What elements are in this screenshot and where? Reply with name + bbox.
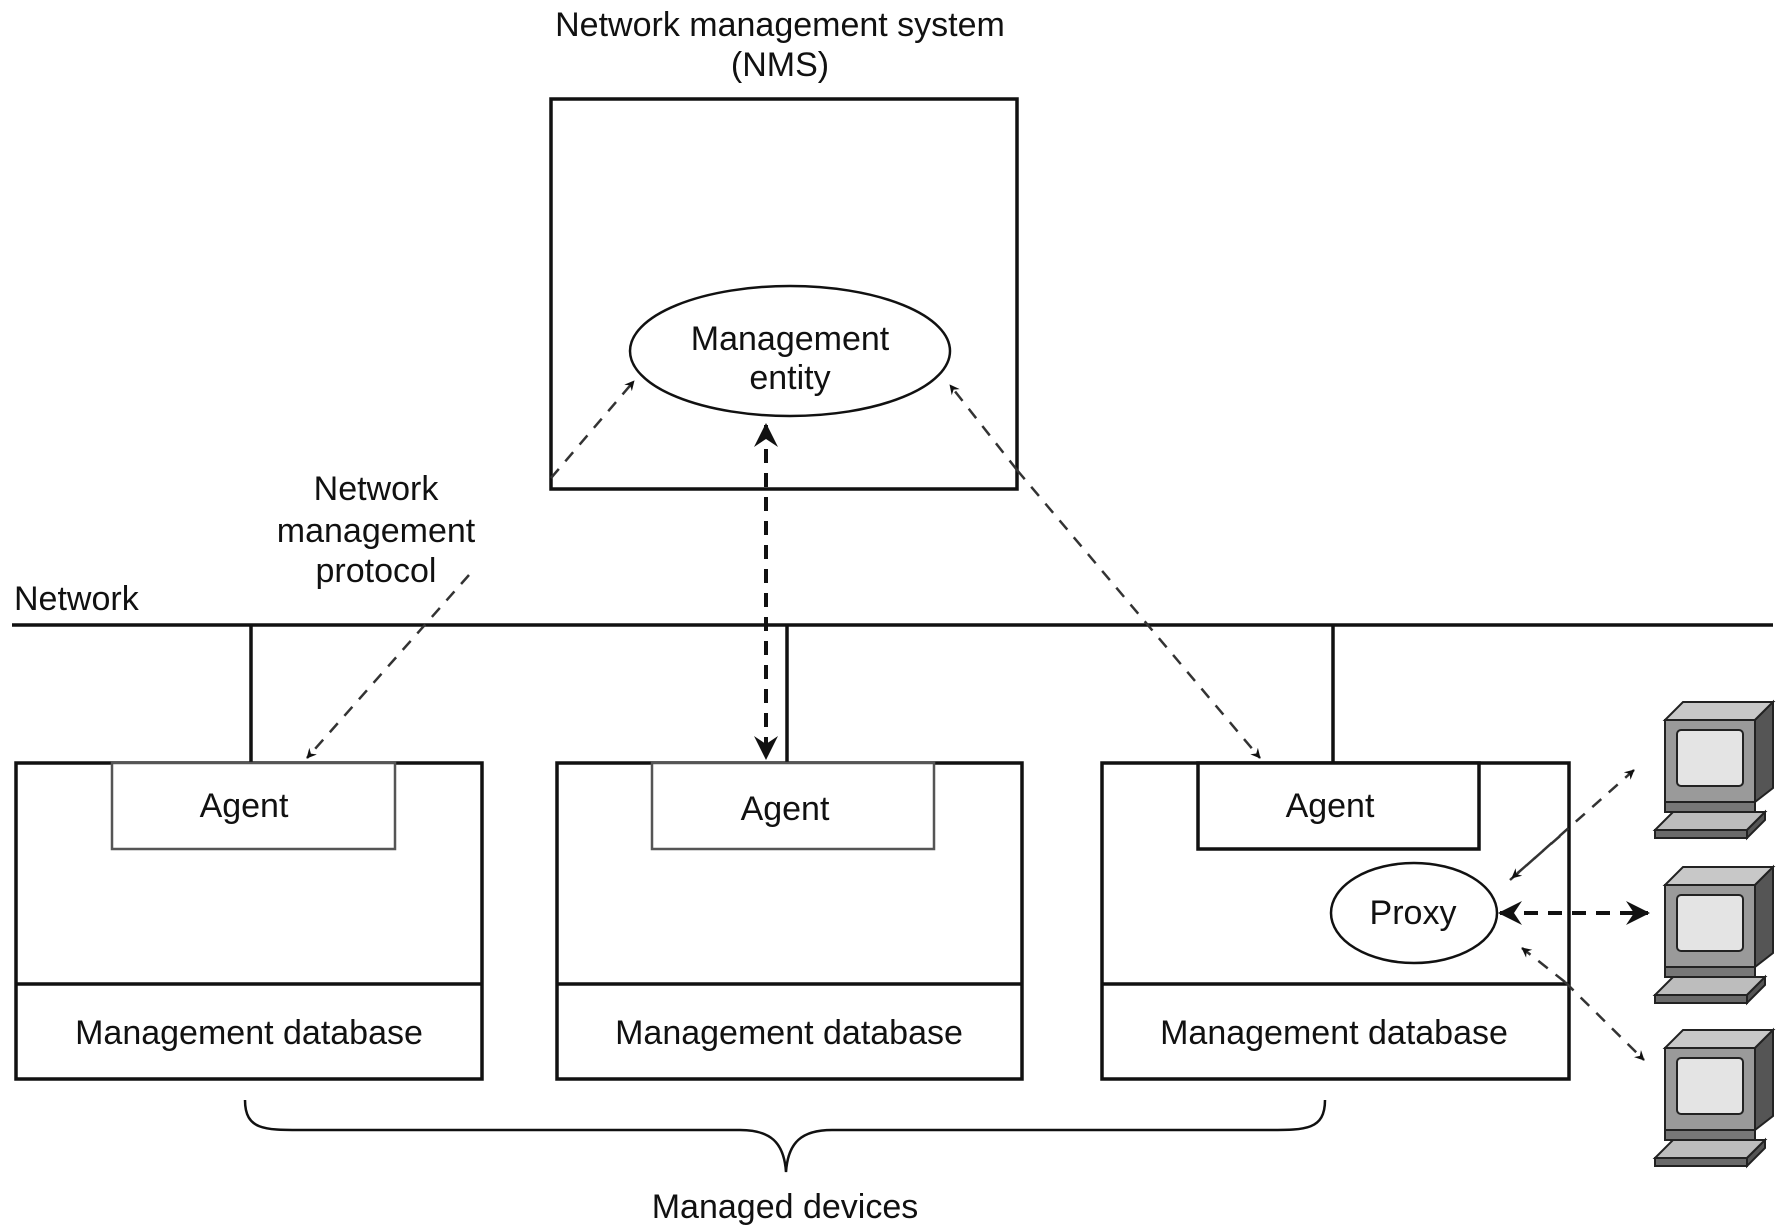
proxy-arrow-top: [1509, 769, 1635, 881]
managed-device-2: Agent Management database: [555, 761, 1024, 1081]
management-entity-line2: entity: [749, 359, 830, 397]
computer-icon: [1654, 701, 1774, 839]
managed-device-1: Agent Management database: [14, 761, 484, 1081]
proxy-label: Proxy: [1370, 894, 1457, 932]
device-1-agent-box: [110, 761, 397, 851]
device-2-agent-label: Agent: [741, 790, 830, 828]
proxy-arrow-bottom-in: [1521, 947, 1566, 983]
managed-device-3: Agent Proxy Management database: [1100, 761, 1571, 1081]
protocol-label-line2: management: [277, 512, 476, 550]
protocol-arrow-left-lower: [306, 574, 470, 759]
protocol-arrow-right: [949, 384, 1018, 471]
device-3-database-label: Management database: [1160, 1014, 1508, 1052]
device-2-agent-box: [650, 761, 936, 851]
proxy-ellipse: [1329, 861, 1499, 965]
nms-title-line2: (NMS): [731, 46, 829, 84]
management-entity-ellipse: [628, 284, 952, 418]
network-label: Network: [14, 580, 140, 618]
device-1-agent-label: Agent: [200, 787, 289, 825]
managed-devices-brace: [243, 1099, 1327, 1173]
computer-icon: [1654, 866, 1774, 1004]
protocol-label-line3: protocol: [316, 552, 437, 590]
device-2-box: [555, 761, 1024, 1081]
device-1-database-label: Management database: [75, 1014, 423, 1052]
computer-icon: [1654, 1029, 1774, 1167]
nms-title-line1: Network management system: [555, 6, 1005, 44]
management-entity-line1: Management: [691, 320, 890, 358]
protocol-label-line1: Network: [314, 470, 440, 508]
protocol-arrow-right-lower: [1016, 469, 1261, 759]
proxy-arrow-top-in: [1511, 835, 1561, 879]
device-2-database-label: Management database: [615, 1014, 963, 1052]
proxy-arrow-bottom: [1564, 981, 1645, 1061]
device-3-agent-label: Agent: [1286, 787, 1375, 825]
device-3-agent-box: [1196, 761, 1481, 851]
managed-devices-label: Managed devices: [652, 1188, 919, 1226]
